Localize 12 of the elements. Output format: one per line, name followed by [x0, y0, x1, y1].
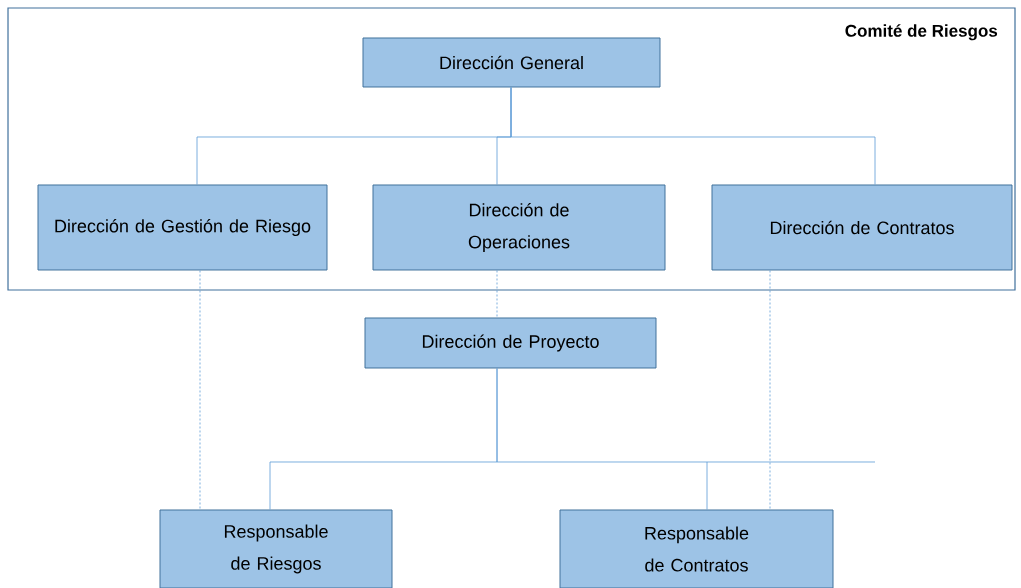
connector-line — [199, 270, 201, 510]
connector-line — [496, 368, 708, 510]
connector-line — [510, 87, 876, 185]
org-box: Dirección General — [362, 37, 661, 88]
connector-line — [496, 270, 498, 318]
org-box: Responsable de Riesgos — [159, 509, 393, 588]
org-box: Dirección de Proyecto — [364, 317, 657, 369]
org-box: Dirección de Contratos — [711, 184, 1013, 271]
org-box: Dirección de Operaciones — [372, 184, 666, 271]
connector-line — [769, 270, 771, 510]
org-box: Responsable de Contratos — [559, 509, 834, 588]
org-box: Dirección de Gestión de Riesgo — [37, 184, 328, 271]
